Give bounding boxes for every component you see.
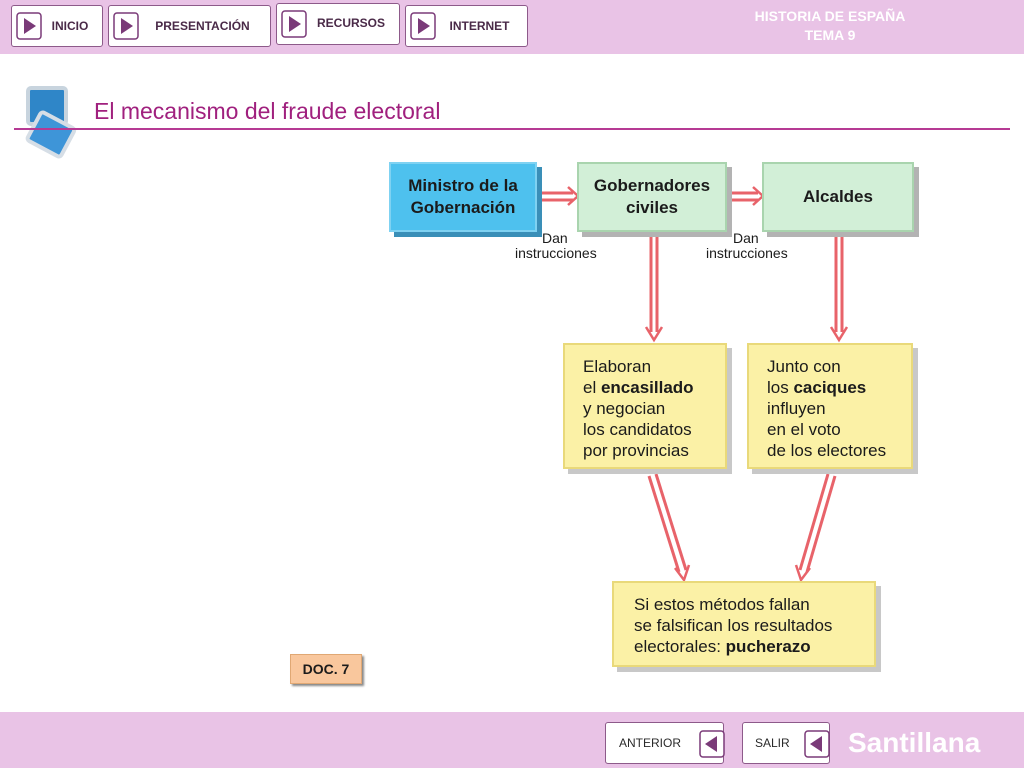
encasillado-line-1: Elaboran [583,357,652,376]
instrucciones-2-line-2: instrucciones [706,245,788,261]
encasillado-line-3: y negocian [583,399,666,418]
alcaldes-box: Alcaldes [762,162,914,232]
arrow-caciques-pucherazo [794,473,837,583]
bottom-nav-bar: ANTERIOR SALIR [0,712,1024,768]
slides-icon [25,86,77,159]
ministro-line-1: Ministro de la [408,176,518,195]
caciques-box: Junto con los caciques influyen en el vo… [747,343,913,469]
course-unit: TEMA 9 [804,27,856,43]
recursos-label: RECURSOS [316,16,385,30]
alcaldes-label: Alcaldes [803,187,873,206]
brand-logo-text: Santillana [848,727,981,758]
fraud-mechanism-diagram: Ministro de la Gobernación Gobernadores … [380,150,940,690]
presentacion-label: PRESENTACIÓN [155,19,250,33]
internet-label: INTERNET [449,19,510,33]
caciques-line-3: influyen [767,399,826,418]
instrucciones-1-line-1: Dan [542,230,568,246]
title-divider [14,128,1010,130]
instrucciones-2-line-1: Dan [733,230,759,246]
anterior-label: ANTERIOR [619,736,682,750]
inicio-button[interactable]: INICIO [11,5,103,47]
pucherazo-line-3-text: electorales: [634,637,726,656]
course-header: HISTORIA DE ESPAÑA TEMA 9 [720,7,940,45]
ministro-box: Ministro de la Gobernación [389,162,537,232]
ministro-line-2: Gobernación [410,198,516,217]
arrow-gobernadores-encasillado [644,236,664,343]
play-icon [410,12,436,40]
salir-label: SALIR [755,736,790,750]
play-icon [16,12,42,40]
arrow-ministro-gobernadores [540,186,580,206]
instrucciones-1-line-2: instrucciones [515,245,597,261]
arrow-alcaldes-caciques [829,236,849,343]
course-title: HISTORIA DE ESPAÑA [754,8,906,24]
recursos-button[interactable]: RECURSOS [276,3,400,45]
pucherazo-box: Si estos métodos fallan se falsifican lo… [612,581,876,667]
back-arrow-icon [699,730,725,758]
caciques-line-4: en el voto [767,420,841,439]
pucherazo-line-2: se falsifican los resultados [634,616,833,635]
encasillado-keyword: encasillado [600,378,694,397]
exit-arrow-icon [804,730,830,758]
pucherazo-keyword: pucherazo [725,637,811,656]
internet-button[interactable]: INTERNET [405,5,528,47]
arrow-gobernadores-alcaldes [730,186,765,206]
inicio-label: INICIO [51,19,89,33]
caciques-line-5: de los electores [767,441,887,460]
anterior-button[interactable]: ANTERIOR [605,722,725,764]
caciques-keyword: caciques [793,378,867,397]
encasillado-line-5: por provincias [583,441,689,460]
instrucciones-label-2: Dan instrucciones [706,231,806,261]
instrucciones-label-1: Dan instrucciones [515,231,615,261]
play-icon [281,10,307,38]
caciques-line-2: los caciques [767,377,886,398]
encasillado-line-2: el encasillado [583,377,694,398]
page-title: El mecanismo del fraude electoral [94,98,441,124]
gobernadores-line-1: Gobernadores [593,176,711,195]
encasillado-box: Elaboran el encasillado y negocian los c… [563,343,727,469]
gobernadores-line-2: civiles [625,198,678,217]
presentacion-button[interactable]: PRESENTACIÓN [108,5,271,47]
caciques-line-1: Junto con [767,357,841,376]
encasillado-line-4: los candidatos [583,420,692,439]
caciques-line-2-text: los [767,378,794,397]
gobernadores-box: Gobernadores civiles [577,162,727,232]
top-nav-bar: INICIO PRESENTACIÓN RECURSOS INTERNET HI… [0,0,1024,54]
encasillado-line-2-text: el [583,378,601,397]
play-icon [113,12,139,40]
pucherazo-line-1: Si estos métodos fallan [634,595,810,614]
pucherazo-line-3: electorales: pucherazo [634,636,832,657]
doc-badge: DOC. 7 [290,654,362,684]
arrow-encasillado-pucherazo [647,473,691,583]
salir-button[interactable]: SALIR [742,722,830,764]
